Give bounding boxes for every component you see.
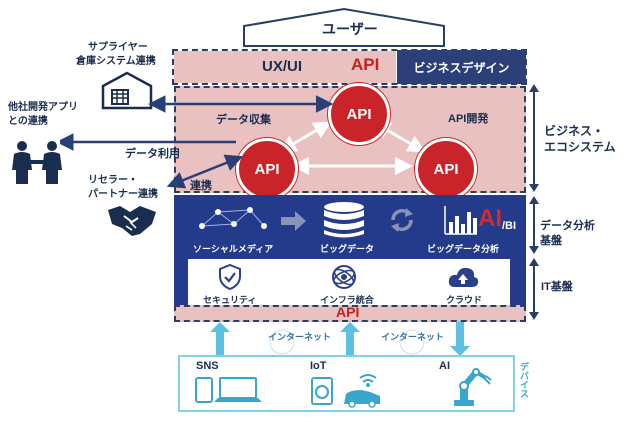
right-brackets <box>529 84 539 320</box>
sync-icon <box>391 208 413 232</box>
ux-ui-label: UX/UI <box>262 58 303 75</box>
ai-device-label: AI <box>439 360 450 372</box>
business-design-box: ビジネスデザイン <box>397 50 526 84</box>
other-company-label-2: との連携 <box>8 116 48 127</box>
social-media-label: ソーシャルメディア <box>193 244 274 254</box>
handshake-people-icon <box>12 141 62 184</box>
handshake-icon <box>108 206 156 236</box>
bottom-api-label: API <box>336 304 360 320</box>
supplier-label-1: サプライヤー <box>88 42 148 53</box>
user-label: ユーザー <box>322 21 378 37</box>
devices-label: デバイス <box>519 362 529 398</box>
washer-car-icon <box>311 374 380 408</box>
database-icon <box>324 202 364 238</box>
robot-arm-icon <box>454 368 492 406</box>
data-collection-label: データ収集 <box>216 114 271 126</box>
globe-icon <box>332 265 356 289</box>
right-arrow-icon <box>281 211 306 231</box>
user-roof <box>243 7 445 47</box>
api-node-right: API <box>415 138 477 200</box>
it-platform-label: IT基盤 <box>541 281 573 293</box>
bottom-api-band <box>174 305 526 322</box>
infra-integration-label: インフラ統合 <box>320 295 374 305</box>
cloud-label: クラウド <box>446 295 483 305</box>
reseller-label-2: パートナー連携 <box>88 189 158 200</box>
bi-text: /BI <box>502 220 517 232</box>
api-development-label: API開発 <box>448 113 489 125</box>
left-connection-arrows <box>60 95 334 189</box>
big-data-analysis-label: ビッグデータ分析 <box>427 244 500 254</box>
ai-text: AI <box>478 205 502 232</box>
security-label: セキュリティ <box>203 295 257 305</box>
ux-api-label: API <box>351 55 380 74</box>
social-network-icon <box>199 207 267 229</box>
big-data-label: ビッグデータ <box>320 244 375 254</box>
reseller-label-1: リセラー・ <box>88 175 138 186</box>
internet-arrows <box>210 322 470 356</box>
data-usage-label: データ利用 <box>125 148 180 160</box>
sns-label: SNS <box>196 360 219 372</box>
iot-label: IoT <box>310 360 327 372</box>
business-ecosystem-label-2: エコシステム <box>544 140 616 154</box>
data-analysis-platform-label-2: 基盤 <box>540 235 562 247</box>
shield-icon <box>219 264 241 290</box>
api-connectors <box>278 121 426 175</box>
internet-label-right: インターネット <box>381 332 445 342</box>
supplier-label-2: 倉庫システム連携 <box>76 56 156 67</box>
internet-label-left: インターネット <box>268 332 332 342</box>
analytics-bars-icon <box>444 206 477 235</box>
ux-area <box>174 51 396 83</box>
api-node-top: API <box>328 83 390 145</box>
tablet-laptop-icon <box>195 377 262 403</box>
cloud-icon <box>448 267 479 287</box>
other-company-label-1: 他社開発アプリ <box>8 102 78 113</box>
business-ecosystem-label-1: ビジネス・ <box>544 124 605 138</box>
data-analysis-platform-label-1: データ分析 <box>540 220 595 232</box>
